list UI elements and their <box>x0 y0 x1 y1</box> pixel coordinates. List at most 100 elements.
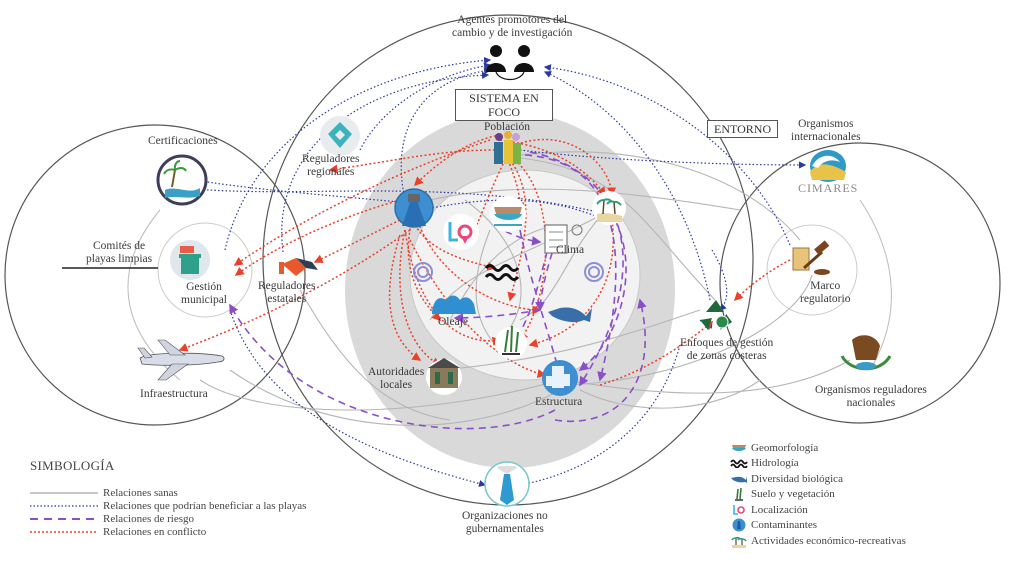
ong-line2: gubernamentales <box>465 523 544 535</box>
enfoques-line1: Enfoques de gestión <box>680 337 774 349</box>
red-dotted-swatch <box>30 530 98 533</box>
category-suelo: Suelo y vegetación <box>730 487 906 503</box>
legend-label: Relaciones de riesgo <box>103 512 195 525</box>
legend-title: SIMBOLOGÍA <box>30 458 115 473</box>
certificaciones-label: Certificaciones <box>148 135 218 147</box>
conflict-relations <box>178 134 791 386</box>
legend-label: Relaciones que podrían beneficiar a las … <box>103 499 307 512</box>
location-pin-icon <box>730 503 748 517</box>
legend-label: Relaciones en conflicto <box>103 525 207 538</box>
legend-item-risk: Relaciones de riesgo <box>30 512 306 525</box>
oleaje-label: Oleaje <box>438 316 469 328</box>
marlin-icon <box>548 307 592 323</box>
solid-line-swatch <box>30 491 98 494</box>
reg-regionales-line2: regionales <box>307 166 355 178</box>
vegetation-icon <box>730 487 748 501</box>
gestion-municipal-label: Gestión municipal <box>181 281 227 307</box>
org-nacionales-line2: nacionales <box>846 397 896 409</box>
gestion-ring <box>157 222 253 318</box>
beneficial-relations <box>181 56 807 488</box>
right-inner-arc <box>859 199 892 371</box>
right-circle <box>719 142 1001 424</box>
legend-item-beneficial: Relaciones que podrían beneficiar a las … <box>30 499 306 512</box>
purple-dashed-swatch <box>30 517 98 520</box>
org-nacionales-label: Organismos reguladores nacionales <box>815 384 927 410</box>
category-label: Contaminantes <box>751 519 817 532</box>
pollutant-pipe-icon <box>394 188 434 228</box>
comites-line2: playas limpias <box>86 253 153 265</box>
geomorphology-icon <box>730 441 748 455</box>
category-label: Actividades económico-recreativas <box>751 534 906 547</box>
estructura-label: Estructura <box>535 396 583 408</box>
category-hidrologia: Hidrología <box>730 456 906 472</box>
airplane-icon <box>137 339 225 381</box>
people-meeting-icon <box>486 45 534 81</box>
category-label: Localización <box>751 503 808 516</box>
clima-label: Clima <box>556 244 585 256</box>
ong-label: Organizaciones no gubernamentales <box>462 510 548 536</box>
category-geomorfologia: Geomorfología <box>730 440 906 456</box>
gavel-icon <box>792 240 830 275</box>
wind-swirl-icon <box>413 262 604 282</box>
category-diversidad: Diversidad biológica <box>730 471 906 487</box>
cimares-logo-icon <box>810 150 846 182</box>
pollutant-pipe-icon <box>730 518 748 532</box>
gestion-line1: Gestión <box>186 281 222 293</box>
geomorphology-icon <box>490 196 526 232</box>
autoridades-label: Autoridades locales <box>368 366 424 392</box>
gestion-line2: municipal <box>181 294 227 306</box>
agentes-label-line1: Agentes promotores del <box>457 14 568 26</box>
tie-icon <box>484 461 530 507</box>
agentes-label: Agentes promotores del cambio y de inves… <box>452 14 572 40</box>
system-focus-line2: FOCO <box>487 105 520 119</box>
system-focus-line1: SISTEMA EN <box>469 91 539 105</box>
reg-regionales-label: Reguladores regionales <box>302 153 359 179</box>
enfoques-line2: de zonas costeras <box>686 350 767 362</box>
hydrology-icon <box>484 264 520 281</box>
environment-box: ENTORNO <box>707 120 779 138</box>
trash-bin-icon <box>170 240 210 280</box>
location-pin-icon <box>443 214 479 250</box>
legend-label: Relaciones sanas <box>103 486 178 499</box>
org-internacionales-label: Organismos internacionales <box>791 118 861 144</box>
category-actividades: Actividades económico-recreativas <box>730 533 906 549</box>
hydrology-icon <box>730 456 748 470</box>
mexico-coat-of-arms-icon <box>840 335 892 371</box>
reg-estatales-label: Reguladores estatales <box>258 280 315 306</box>
city-hall-icon <box>426 358 462 395</box>
left-circle <box>4 124 306 426</box>
marco-ring <box>766 224 858 316</box>
beach-palms-icon <box>592 191 626 225</box>
regional-regulators-icon <box>320 116 360 156</box>
poblacion-label: Población <box>484 121 530 133</box>
autoridades-line1: Autoridades <box>368 366 425 378</box>
cimares-logo-text: CIMARES <box>798 181 859 195</box>
category-contaminantes: Contaminantes <box>730 518 906 534</box>
legend-item-healthy: Relaciones sanas <box>30 486 306 499</box>
beach-palms-icon <box>730 534 748 548</box>
infraestructura-label: Infraestructura <box>140 388 208 400</box>
recycle-globe-icon <box>700 300 732 330</box>
category-legend: Geomorfología Hidrología Diversidad biol… <box>730 440 906 549</box>
legend: SIMBOLOGÍA Relaciones sanas Relaciones q… <box>30 458 306 538</box>
weather-station-icon <box>544 224 583 254</box>
category-localizacion: Localización <box>730 502 906 518</box>
marco-label: Marco regulatorio <box>800 280 850 306</box>
building-icon <box>542 360 578 396</box>
category-label: Hidrología <box>751 457 799 470</box>
marco-line1: Marco <box>810 280 841 292</box>
org-internacionales-line2: internacionales <box>791 131 861 143</box>
comites-label: Comités de playas limpias <box>86 240 152 266</box>
enfoques-label: Enfoques de gestión de zonas costeras <box>680 337 773 363</box>
waves-icon <box>432 295 476 314</box>
org-internacionales-line1: Organismos <box>798 118 854 130</box>
autoridades-line2: locales <box>380 379 413 391</box>
category-label: Suelo y vegetación <box>751 488 835 501</box>
category-label: Geomorfología <box>751 441 819 454</box>
org-nacionales-line1: Organismos reguladores <box>815 384 927 396</box>
marco-line2: regulatorio <box>800 293 851 305</box>
certification-seal-icon <box>156 154 208 206</box>
vegetation-icon <box>495 325 527 359</box>
category-label: Diversidad biológica <box>751 472 843 485</box>
